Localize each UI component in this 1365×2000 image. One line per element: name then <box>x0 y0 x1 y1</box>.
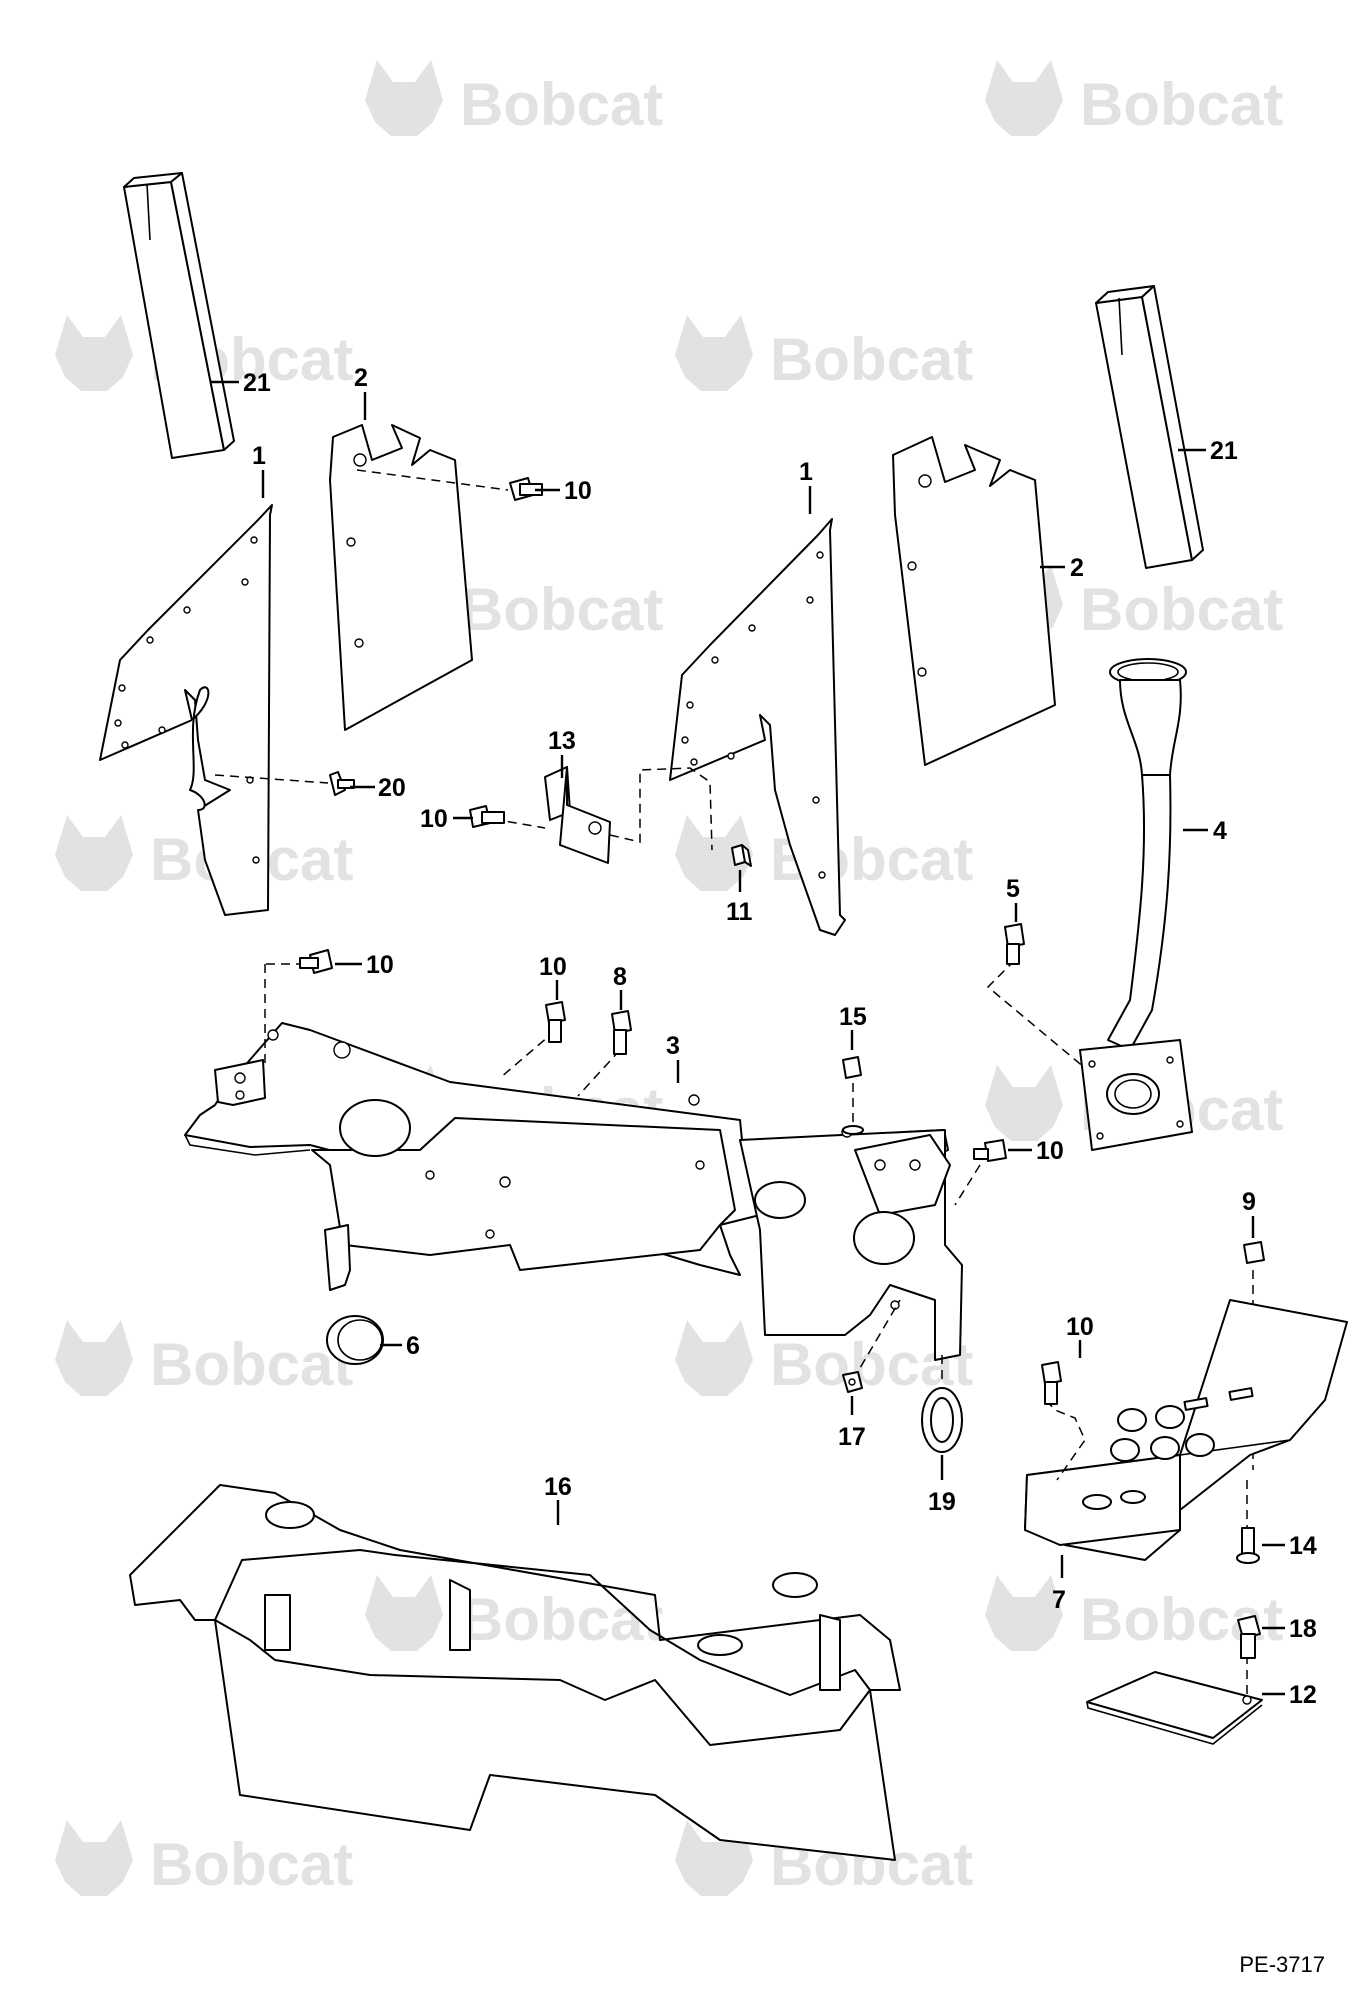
watermark-text: Bobcat <box>1080 576 1283 643</box>
callout-10: 10 <box>1066 1313 1094 1341</box>
watermark-text: Bobcat <box>770 326 973 393</box>
bobcat-logo-icon <box>55 315 133 391</box>
watermark-text: Bobcat <box>150 1331 353 1398</box>
part-6-plug: 6 <box>326 1315 420 1365</box>
part-10-bolt: 10 <box>264 949 394 1065</box>
part-3-main-bracket: 3 <box>184 1022 963 1361</box>
bobcat-logo-icon <box>985 60 1063 136</box>
callout-10: 10 <box>366 951 394 979</box>
callout-18: 18 <box>1289 1615 1317 1643</box>
watermark: Bobcat <box>365 60 663 138</box>
callout-5: 5 <box>1006 875 1020 903</box>
callout-3: 3 <box>666 1032 680 1060</box>
callout-6: 6 <box>406 1332 420 1360</box>
part-5-bolt: 5 <box>986 875 1086 1069</box>
part-10-bolt: 10 <box>356 469 592 505</box>
callout-16: 16 <box>544 1473 572 1501</box>
callout-21: 21 <box>1210 437 1238 465</box>
watermark: Bobcat <box>365 1575 663 1653</box>
part-10-bolt: 10 <box>954 1137 1064 1206</box>
part-16-lower-frame: 16 <box>129 1473 901 1861</box>
part-21-right-foam-block: 21 <box>1095 285 1238 569</box>
callout-13: 13 <box>548 727 576 755</box>
part-12-plate: 12 <box>1086 1671 1317 1745</box>
callout-2: 2 <box>1070 554 1084 582</box>
callout-17: 17 <box>838 1423 866 1451</box>
callout-1: 1 <box>799 458 813 486</box>
part-2-left-panel: 2 <box>329 364 473 731</box>
part-1-center-side-panel: 1 <box>669 458 846 936</box>
part-2-right-panel: 2 <box>892 436 1084 766</box>
callout-10: 10 <box>564 477 592 505</box>
part-8-bolt: 8 <box>577 963 632 1097</box>
watermark: Bobcat <box>985 60 1283 138</box>
callout-10: 10 <box>1036 1137 1064 1165</box>
part-20-rivet: 20 <box>214 771 406 802</box>
bobcat-logo-icon <box>365 1575 443 1651</box>
watermark: Bobcat <box>985 1575 1283 1653</box>
bobcat-logo-icon <box>985 1575 1063 1651</box>
part-10-bolt: 10 <box>420 767 713 851</box>
callout-21: 21 <box>243 369 271 397</box>
callout-1: 1 <box>252 442 266 470</box>
bobcat-logo-icon <box>55 815 133 891</box>
part-14-bolt: 14 <box>1236 1480 1317 1564</box>
callout-20: 20 <box>378 774 406 802</box>
watermark: Bobcat <box>55 1320 353 1398</box>
callout-4: 4 <box>1213 817 1227 845</box>
callout-11: 11 <box>726 898 753 926</box>
callout-10: 10 <box>539 953 567 981</box>
callout-15: 15 <box>839 1003 867 1031</box>
callout-9: 9 <box>1242 1188 1256 1216</box>
part-19-grommet: 19 <box>921 1355 963 1516</box>
callout-2: 2 <box>354 364 368 392</box>
watermark-text: Bobcat <box>460 576 663 643</box>
callout-8: 8 <box>613 963 627 991</box>
callout-14: 14 <box>1289 1532 1317 1560</box>
bobcat-logo-icon <box>985 1065 1063 1141</box>
callout-7: 7 <box>1052 1586 1066 1614</box>
drawing-reference: PE-3717 <box>1239 1952 1325 1977</box>
part-21-left-foam-block: 21 <box>123 172 271 459</box>
bobcat-logo-icon <box>365 60 443 136</box>
part-15-plug: 15 <box>839 1003 867 1135</box>
bobcat-logo-icon <box>55 1320 133 1396</box>
callout-19: 19 <box>928 1488 956 1516</box>
part-10-bolt: 10 <box>1041 1313 1094 1481</box>
part-7-pedal-plate: 7 <box>1024 1299 1348 1614</box>
part-10-bolt: 10 <box>499 953 567 1079</box>
bobcat-logo-icon <box>675 1320 753 1396</box>
watermark-text: Bobcat <box>1080 71 1283 138</box>
callout-12: 12 <box>1289 1681 1317 1709</box>
watermark-text: Bobcat <box>460 71 663 138</box>
callout-10: 10 <box>420 805 448 833</box>
part-18-bolt: 18 <box>1237 1615 1317 1700</box>
bobcat-logo-icon <box>675 315 753 391</box>
watermark-layer: Bobcat Bobcat Bobcat Bobcat Bobcat Bobca… <box>55 60 1283 1898</box>
watermark: Bobcat <box>675 315 973 393</box>
watermark: Bobcat <box>55 1820 353 1898</box>
part-1-left-side-panel: 1 <box>99 442 273 916</box>
part-13-bracket: 13 <box>544 727 611 864</box>
part-17-nut: 17 <box>838 1299 901 1451</box>
bobcat-logo-icon <box>55 1820 133 1896</box>
part-4-boot: 4 <box>1079 658 1227 1151</box>
watermark-text: Bobcat <box>150 1831 353 1898</box>
part-11-nut: 11 <box>726 844 753 926</box>
bobcat-logo-icon <box>675 815 753 891</box>
